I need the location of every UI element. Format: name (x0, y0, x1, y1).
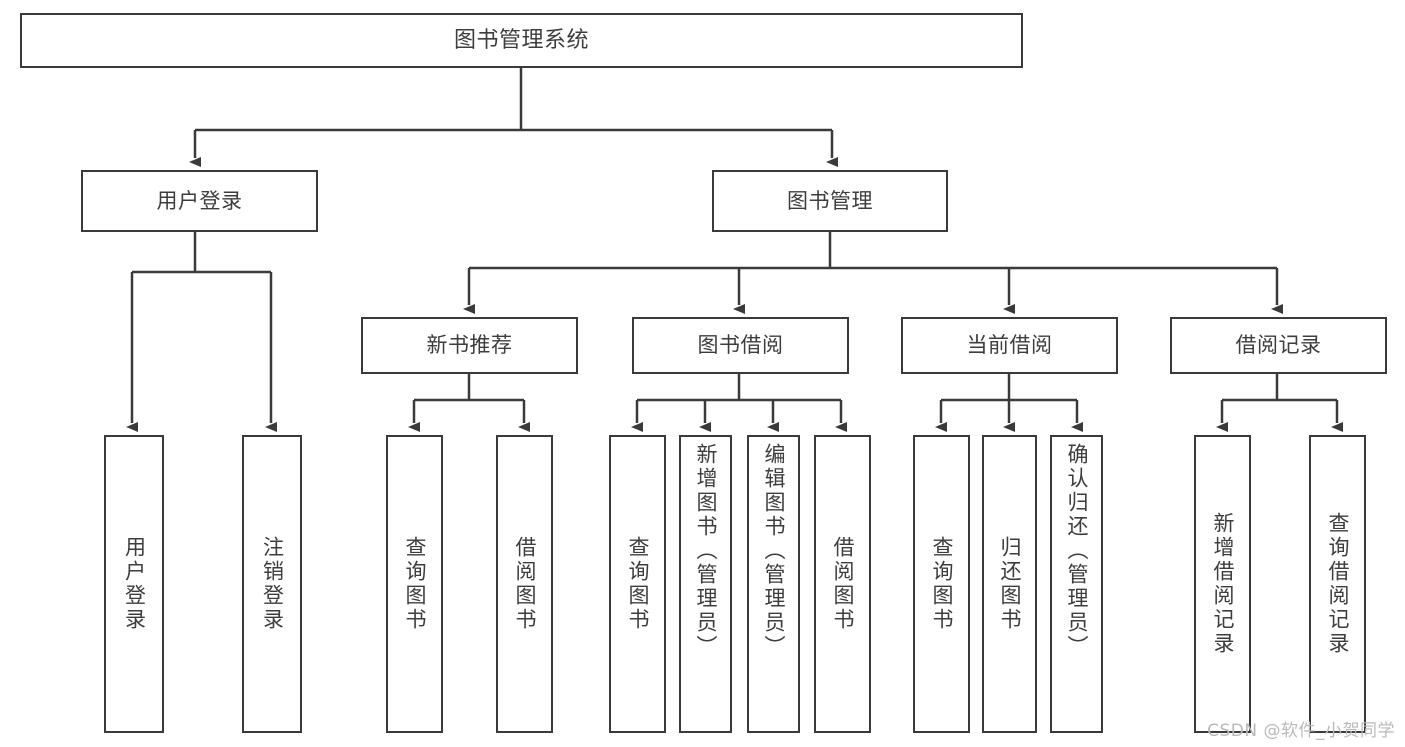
csdn-watermark: CSDN @软件_小贺同学 (1207, 721, 1395, 741)
node-root[interactable]: 图书管理系统 (20, 13, 1023, 68)
node-leaf-logout-label: 注销登录 (260, 536, 285, 632)
node-leaf-query-book-3-label: 查询图书 (930, 536, 954, 632)
node-leaf-confirm-return-label: 确认归还（管理员） (1065, 443, 1089, 659)
node-borrow-record-label: 借阅记录 (1235, 333, 1322, 358)
node-leaf-add-book[interactable]: 新增图书（管理员） (679, 435, 732, 733)
node-leaf-return-book[interactable]: 归还图书 (982, 435, 1037, 733)
node-new-book-recommend-label: 新书推荐 (426, 333, 513, 358)
node-leaf-query-record-label: 查询借阅记录 (1326, 512, 1350, 656)
node-book-borrow[interactable]: 图书借阅 (632, 317, 849, 374)
node-leaf-borrow-book-1-label: 借阅图书 (513, 536, 537, 632)
node-leaf-logout[interactable]: 注销登录 (242, 435, 302, 733)
node-leaf-add-book-label: 新增图书（管理员） (694, 443, 718, 659)
node-book-manage-label: 图书管理 (787, 188, 873, 213)
node-new-book-recommend[interactable]: 新书推荐 (361, 317, 578, 374)
node-leaf-edit-book[interactable]: 编辑图书（管理员） (747, 435, 800, 733)
node-leaf-user-login-label: 用户登录 (122, 536, 147, 632)
node-book-manage[interactable]: 图书管理 (712, 170, 948, 232)
node-leaf-query-book-1[interactable]: 查询图书 (386, 435, 443, 733)
node-leaf-edit-book-label: 编辑图书（管理员） (762, 443, 786, 659)
node-book-borrow-label: 图书借阅 (697, 333, 784, 358)
node-root-label: 图书管理系统 (453, 27, 589, 53)
node-current-borrow[interactable]: 当前借阅 (901, 317, 1118, 374)
node-leaf-user-login[interactable]: 用户登录 (104, 435, 164, 733)
node-leaf-borrow-book-1[interactable]: 借阅图书 (496, 435, 553, 733)
node-leaf-borrow-book-2-label: 借阅图书 (831, 536, 855, 632)
node-user-login[interactable]: 用户登录 (81, 170, 318, 232)
node-leaf-add-record[interactable]: 新增借阅记录 (1194, 435, 1251, 733)
node-leaf-query-book-1-label: 查询图书 (403, 536, 427, 632)
node-leaf-confirm-return[interactable]: 确认归还（管理员） (1050, 435, 1103, 733)
node-user-login-label: 用户登录 (156, 188, 243, 213)
node-leaf-query-book-2[interactable]: 查询图书 (609, 435, 666, 733)
node-leaf-return-book-label: 归还图书 (998, 536, 1022, 632)
node-leaf-query-record[interactable]: 查询借阅记录 (1309, 435, 1366, 733)
node-current-borrow-label: 当前借阅 (966, 333, 1053, 358)
node-leaf-query-book-3[interactable]: 查询图书 (913, 435, 970, 733)
node-borrow-record[interactable]: 借阅记录 (1170, 317, 1387, 374)
node-leaf-add-record-label: 新增借阅记录 (1211, 512, 1235, 656)
node-leaf-query-book-2-label: 查询图书 (626, 536, 650, 632)
node-leaf-borrow-book-2[interactable]: 借阅图书 (814, 435, 871, 733)
